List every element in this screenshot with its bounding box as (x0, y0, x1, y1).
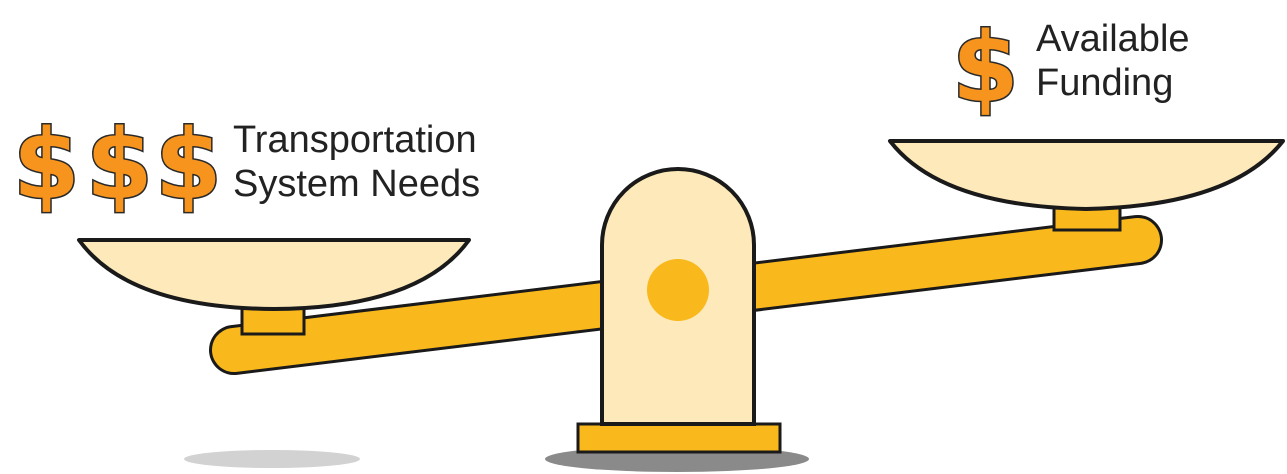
pivot-base (578, 424, 780, 452)
left-pan (79, 240, 469, 309)
right-dollar-icon-1: $ (952, 12, 1019, 124)
pivot-dot (647, 259, 709, 321)
right-pan (890, 141, 1283, 209)
right-pan-label-line-1: Available (1036, 17, 1190, 61)
left-pan-shadow (184, 450, 360, 468)
left-pan-label-line-1: Transportation (233, 118, 480, 162)
right-dollar-signs: $ (952, 12, 1019, 124)
left-dollar-icon-2: $ (86, 109, 153, 221)
left-dollar-signs: $ $ $ (13, 109, 222, 221)
left-pan-label-line-2: System Needs (233, 162, 480, 206)
right-pan-label-line-2: Funding (1036, 61, 1190, 105)
right-pan-label: Available Funding (1036, 17, 1190, 105)
left-dollar-icon-3: $ (155, 109, 222, 221)
left-pan-label: Transportation System Needs (233, 118, 480, 206)
left-dollar-icon-1: $ (13, 109, 80, 221)
